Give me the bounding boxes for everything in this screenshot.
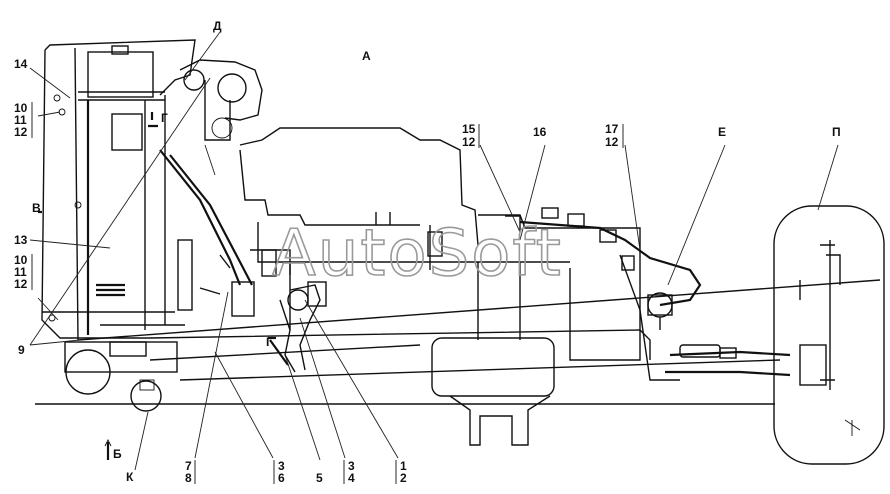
leader-lines	[29, 31, 839, 471]
callout-12-c: 12	[462, 135, 476, 149]
callout-2: 2	[400, 471, 407, 485]
label-view-a: А	[362, 49, 371, 63]
diagonal-pipes	[159, 149, 255, 317]
callout-13: 13	[14, 233, 28, 247]
callout-12-bottom: 12	[14, 277, 28, 291]
callout-11-bottom: 11	[14, 265, 27, 279]
label-view-p: П	[832, 125, 841, 139]
radiator-housing	[41, 39, 196, 341]
callout-7: 7	[185, 459, 192, 473]
label-view-k: К	[126, 470, 134, 484]
callout-1: 1	[400, 459, 407, 473]
lower-tank	[64, 341, 178, 412]
callout-3-a: 3	[278, 459, 285, 473]
callout-8: 8	[185, 471, 192, 485]
wheel-p	[773, 205, 885, 465]
water-pump	[269, 281, 327, 373]
callout-17: 17	[605, 122, 619, 136]
watermark: AutoSoft	[272, 217, 563, 291]
coolant-pipe	[427, 207, 702, 381]
transmission	[431, 214, 641, 446]
callout-10-top: 10	[14, 101, 28, 115]
callout-14: 14	[14, 57, 28, 71]
label-view-d: Д	[213, 19, 222, 33]
label-view-e: Е	[718, 125, 726, 139]
callout-9: 9	[18, 343, 25, 357]
valve-e	[647, 292, 673, 330]
callout-3-b: 3	[348, 459, 355, 473]
callout-12-top: 12	[14, 125, 28, 139]
label-section-g-top: Г	[161, 111, 168, 125]
callout-6: 6	[278, 471, 285, 485]
callout-11-top: 11	[14, 113, 27, 127]
frame	[77, 279, 881, 381]
callout-4: 4	[348, 471, 355, 485]
top-hose-assembly	[179, 59, 263, 176]
callout-5: 5	[316, 471, 323, 485]
label-view-b: Б	[113, 447, 122, 461]
callout-10-bottom: 10	[14, 253, 28, 267]
callout-16: 16	[533, 125, 547, 139]
callout-15: 15	[462, 122, 476, 136]
callout-12-d: 12	[605, 135, 619, 149]
label-section-g-bottom: Г	[266, 335, 273, 349]
arrow-markers	[38, 112, 276, 460]
label-view-v: В	[32, 201, 41, 215]
